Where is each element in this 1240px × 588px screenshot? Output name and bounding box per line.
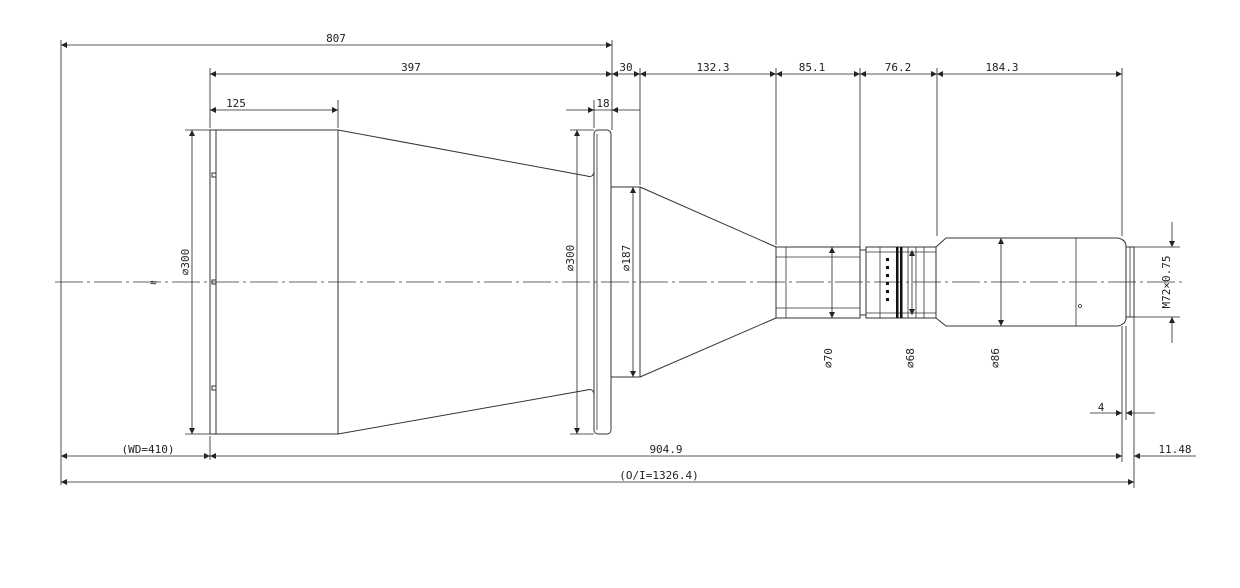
dim-label-dia68: ⌀68 <box>904 348 917 368</box>
lens-body <box>209 129 1135 435</box>
dim-label-thread: M72×0.75 <box>1160 256 1173 309</box>
dim-label-85-1: 85.1 <box>799 61 826 74</box>
dim-label-76-2: 76.2 <box>885 61 912 74</box>
dim-label-oi: (O/I=1326.4) <box>619 469 698 482</box>
dim-label-4: 4 <box>1098 401 1105 414</box>
dim-label-397: 397 <box>401 61 421 74</box>
diameter-dimensions: ⌀300 ≈ ⌀300 ⌀187 ⌀70 ⌀68 ⌀86 M72×0.75 <box>150 129 1180 435</box>
top-dimensions: 807 397 30 132.3 85.1 76.2 184.3 125 18 <box>60 32 1123 485</box>
dim-label-904-9: 904.9 <box>649 443 682 456</box>
dim-label-132-3: 132.3 <box>696 61 729 74</box>
dim-label-30: 30 <box>619 61 632 74</box>
dim-label-wd: (WD=410) <box>122 443 175 456</box>
dim-label-dia86: ⌀86 <box>989 348 1002 368</box>
dim-label-18: 18 <box>596 97 609 110</box>
dim-label-dia187: ⌀187 <box>620 245 633 272</box>
dim-label-dia300-left: ⌀300 <box>179 249 192 276</box>
dim-label-807: 807 <box>326 32 346 45</box>
break-mark: ≈ <box>150 276 157 289</box>
dim-label-125: 125 <box>226 97 246 110</box>
dim-label-184-3: 184.3 <box>985 61 1018 74</box>
dim-label-dia70: ⌀70 <box>822 348 835 368</box>
dim-label-dia300-flange: ⌀300 <box>564 245 577 272</box>
bottom-dimensions: 4 (WD=410) 904.9 11.48 (O/I=1326.4) <box>61 317 1196 488</box>
dim-label-11-48: 11.48 <box>1158 443 1191 456</box>
